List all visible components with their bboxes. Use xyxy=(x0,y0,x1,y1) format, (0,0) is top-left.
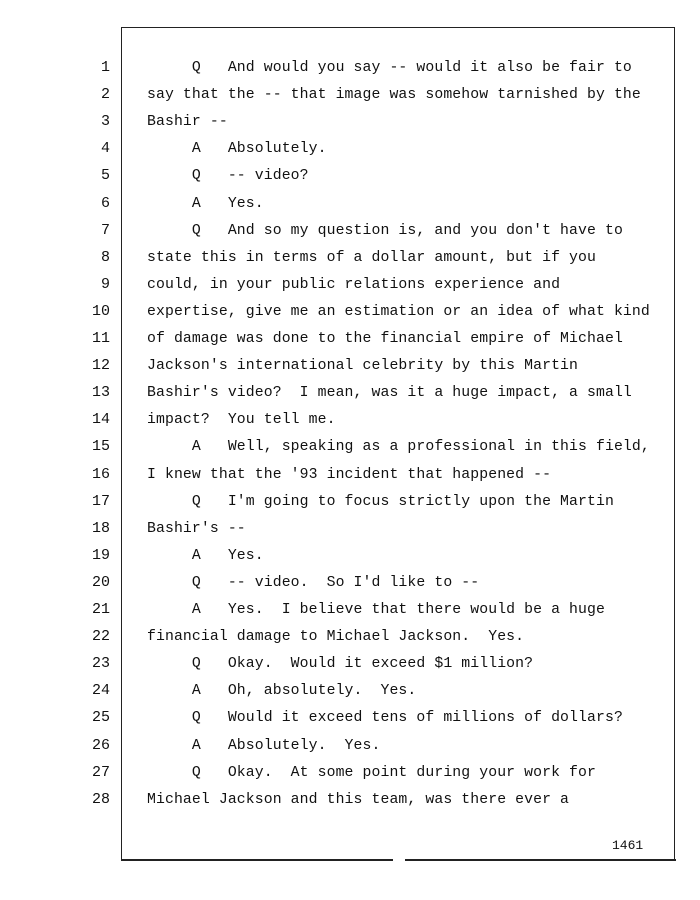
line-number: 12 xyxy=(91,357,110,374)
transcript-line: A Absolutely. Yes. xyxy=(147,738,381,754)
line-number: 9 xyxy=(100,276,110,293)
transcript-line: Bashir -- xyxy=(147,114,228,130)
transcript-line: Q Okay. At some point during your work f… xyxy=(147,765,596,781)
line-number: 25 xyxy=(91,709,110,726)
transcript-line: say that the -- that image was somehow t… xyxy=(147,87,641,103)
transcript-line: expertise, give me an estimation or an i… xyxy=(147,304,650,320)
transcript-line: Q Okay. Would it exceed $1 million? xyxy=(147,656,534,672)
transcript-line: could, in your public relations experien… xyxy=(147,277,561,293)
line-number: 1 xyxy=(100,59,110,76)
transcript-line: Jackson's international celebrity by thi… xyxy=(147,358,579,374)
line-number: 7 xyxy=(100,222,110,239)
line-number: 24 xyxy=(91,682,110,699)
line-number: 26 xyxy=(91,737,110,754)
transcript-line: state this in terms of a dollar amount, … xyxy=(147,250,596,266)
bottom-rule-right xyxy=(405,859,676,861)
bottom-rule-left xyxy=(121,859,393,861)
transcript-line: A Yes. xyxy=(147,196,264,212)
line-number: 4 xyxy=(100,140,110,157)
transcript-line: Q -- video. So I'd like to -- xyxy=(147,575,480,591)
transcript-line: A Well, speaking as a professional in th… xyxy=(147,439,650,455)
line-number: 11 xyxy=(91,330,110,347)
transcript-line: A Yes. I believe that there would be a h… xyxy=(147,602,605,618)
line-number: 13 xyxy=(91,384,110,401)
page-frame xyxy=(121,27,675,861)
line-number: 27 xyxy=(91,764,110,781)
transcript-line: A Yes. xyxy=(147,548,264,564)
transcript-line: Q Would it exceed tens of millions of do… xyxy=(147,710,623,726)
line-number: 5 xyxy=(100,167,110,184)
transcript-line: Q And would you say -- would it also be … xyxy=(147,60,632,76)
transcript-line: I knew that the '93 incident that happen… xyxy=(147,467,552,483)
line-number: 2 xyxy=(100,86,110,103)
line-number: 16 xyxy=(91,466,110,483)
transcript-line: Bashir's video? I mean, was it a huge im… xyxy=(147,385,632,401)
transcript-line: impact? You tell me. xyxy=(147,412,336,428)
line-number: 28 xyxy=(91,791,110,808)
transcript-line: A Absolutely. xyxy=(147,141,327,157)
line-number: 19 xyxy=(91,547,110,564)
transcript-line: financial damage to Michael Jackson. Yes… xyxy=(147,629,525,645)
transcript-line: Bashir's -- xyxy=(147,521,246,537)
line-number: 20 xyxy=(91,574,110,591)
page-number: 1461 xyxy=(612,838,644,853)
transcript-line: A Oh, absolutely. Yes. xyxy=(147,683,417,699)
line-number: 15 xyxy=(91,438,110,455)
transcript-line: Q I'm going to focus strictly upon the M… xyxy=(147,494,614,510)
line-number: 22 xyxy=(91,628,110,645)
line-number: 18 xyxy=(91,520,110,537)
line-number: 3 xyxy=(100,113,110,130)
line-number: 23 xyxy=(91,655,110,672)
line-number: 14 xyxy=(91,411,110,428)
transcript-line: Q -- video? xyxy=(147,168,309,184)
transcript-line: Q And so my question is, and you don't h… xyxy=(147,223,623,239)
line-number: 8 xyxy=(100,249,110,266)
line-number: 21 xyxy=(91,601,110,618)
transcript-line: of damage was done to the financial empi… xyxy=(147,331,623,347)
line-number: 17 xyxy=(91,493,110,510)
transcript-line: Michael Jackson and this team, was there… xyxy=(147,792,570,808)
line-number: 6 xyxy=(100,195,110,212)
line-number: 10 xyxy=(91,303,110,320)
